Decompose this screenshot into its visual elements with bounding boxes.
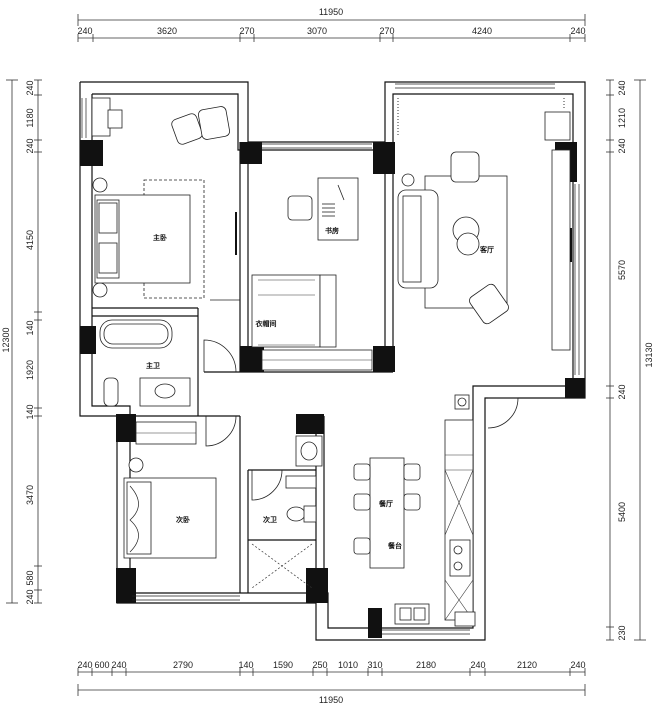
left-total-dimension: 12300	[1, 327, 11, 352]
right-dim-1: 240	[617, 80, 627, 95]
top-dim-7: 240	[570, 26, 585, 36]
right-dim-2: 1210	[617, 108, 627, 128]
bottom-dim-1: 240	[77, 660, 92, 670]
bottom-dim-12: 2120	[517, 660, 537, 670]
bottom-dim-9: 310	[367, 660, 382, 670]
left-dim-7: 140	[25, 404, 35, 419]
windows	[81, 83, 580, 635]
top-dimension-chain: 11950 240 3620 270 3070 270 4240 240	[77, 7, 586, 42]
second-bath-door	[251, 469, 283, 501]
armchair	[198, 106, 230, 140]
second-bath: 次卫	[251, 435, 323, 589]
doors	[203, 299, 519, 501]
bottom-dim-4: 2790	[173, 660, 193, 670]
second-toilet	[286, 506, 306, 522]
room-label-dining-table: 餐台	[387, 541, 402, 550]
study-desk	[317, 177, 359, 241]
right-dim-5: 240	[617, 384, 627, 399]
right-dimension-chain: 240 1210 240 5570 240 5400 230 13130	[606, 79, 654, 641]
left-dim-10: 240	[25, 589, 35, 604]
top-dim-6: 4240	[472, 26, 492, 36]
room-label-master-bedroom: 主卧	[153, 233, 167, 242]
right-dim-7: 230	[617, 625, 627, 640]
bottom-dim-13: 240	[570, 660, 585, 670]
master-bath-door	[203, 339, 237, 373]
top-dim-5: 270	[379, 26, 394, 36]
coffee-table-small	[456, 232, 480, 256]
stove	[449, 539, 471, 577]
left-dim-2: 1180	[25, 108, 35, 127]
room-label-study: 书房	[325, 226, 339, 235]
top-total-dimension: 11950	[319, 7, 343, 17]
top-dim-4: 3070	[307, 26, 327, 36]
room-label-master-bath: 主卫	[146, 361, 160, 370]
left-dim-6: 1920	[25, 360, 35, 380]
left-dim-4: 4150	[25, 230, 35, 250]
bottom-total-dimension: 11950	[319, 695, 343, 705]
living-armchair-top	[450, 151, 480, 183]
left-dim-5: 140	[25, 320, 35, 335]
left-dim-8: 3470	[25, 485, 35, 505]
second-bedroom: 次卧	[123, 421, 217, 559]
bottom-dim-5: 140	[238, 660, 253, 670]
right-dim-3: 240	[617, 138, 627, 153]
master-bedroom: 主卧	[91, 97, 237, 299]
bottom-dim-6: 1590	[273, 660, 293, 670]
top-dim-2: 3620	[157, 26, 177, 36]
left-dimension-chain: 12300 240 1180 240 4150 140 1920 140 347…	[1, 79, 42, 605]
right-dim-4: 5570	[617, 260, 627, 280]
toilet	[103, 377, 119, 407]
dining-table	[369, 457, 405, 569]
living-room: 客厅	[397, 98, 572, 351]
bottom-dim-10: 2180	[416, 660, 436, 670]
bottom-dimension-chain: 240 600 240 2790 140 1590 250 1010 310 2…	[77, 660, 585, 705]
right-dim-6: 5400	[617, 502, 627, 522]
right-total-dimension: 13130	[644, 342, 654, 367]
bottom-dim-3: 240	[111, 660, 126, 670]
study: 书房	[287, 177, 359, 241]
room-label-second-bath: 次卫	[263, 515, 277, 524]
bottom-dim-2: 600	[94, 660, 109, 670]
top-dim-1: 240	[77, 26, 92, 36]
study-chair	[287, 195, 313, 221]
left-dim-1: 240	[25, 80, 35, 95]
master-bath: 主卫	[99, 319, 191, 407]
cloakroom: 衣帽间	[251, 274, 373, 371]
vanity	[139, 377, 191, 407]
entry-door	[487, 397, 519, 429]
left-dim-3: 240	[25, 138, 35, 153]
room-label-living-room: 客厅	[479, 245, 494, 254]
room-label-dining-room: 餐厅	[378, 499, 393, 508]
room-label-cloakroom: 衣帽间	[256, 319, 277, 328]
room-label-second-bedroom: 次卧	[176, 515, 190, 524]
lounge-chair	[171, 113, 203, 145]
bottom-dim-8: 1010	[338, 660, 358, 670]
top-dim-3: 270	[239, 26, 254, 36]
kitchen-counter	[444, 419, 474, 621]
living-armchair-bottom	[469, 283, 509, 325]
left-dim-9: 580	[25, 570, 35, 585]
bottom-dim-11: 240	[470, 660, 485, 670]
bottom-dim-7: 250	[312, 660, 327, 670]
second-bedroom-door	[205, 415, 237, 447]
dining-kitchen: 餐厅 餐台	[353, 394, 476, 627]
